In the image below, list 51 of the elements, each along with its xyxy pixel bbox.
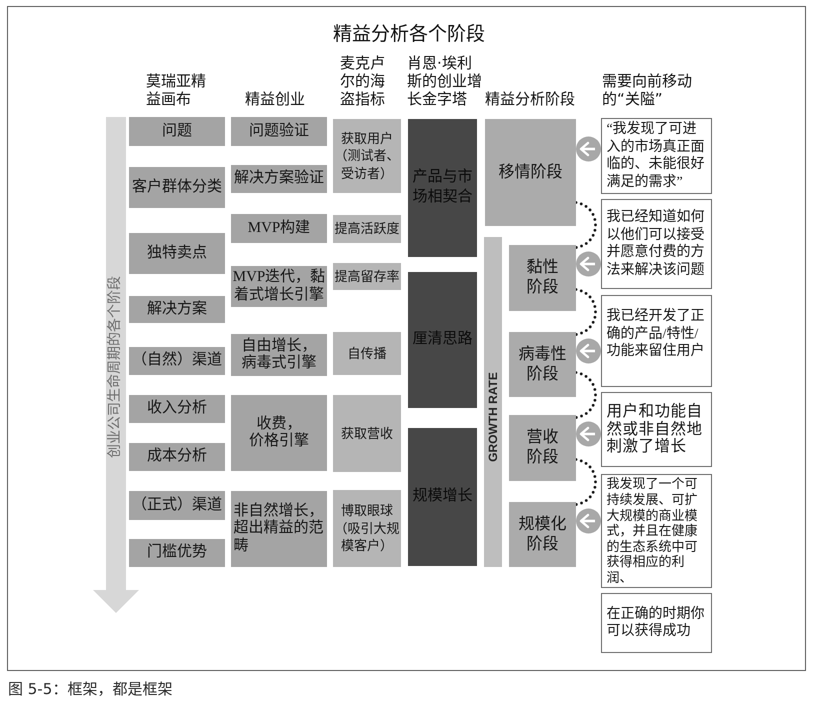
stage-box: 营收阶段 [509,415,576,481]
canvas-box: 门槛优势 [129,539,225,567]
stage-box: 黏性阶段 [509,245,576,311]
diagram-title: 精益分析各个阶段 [333,23,485,46]
quote-box: 我已经开发了正确的产品/特性/功能来留住用户 [601,295,712,387]
startup-stage-box: MVP构建 [231,214,327,243]
growth-rate-bar [484,237,502,567]
column-heading: 精益分析阶段 [485,90,575,108]
metric-box: 提高留存率 [333,263,401,290]
stage-box: 规模化阶段 [509,502,576,567]
startup-stage-box: 问题验证 [231,117,327,146]
arrow-label: 创业公司生命周期的各个阶段 [109,276,123,458]
canvas-box: 成本分析 [129,443,225,471]
stage-box: 病毒性阶段 [509,332,576,397]
metric-box: 获取营收 [333,395,401,472]
quote-box: 我已经知道如何以他们可以接受并愿意付费的方法来解决该问题 [601,199,712,289]
pyramid-block: 产品与市场相契合 [408,119,477,257]
dotted-connector [574,458,597,506]
canvas-box: 客户群体分类 [129,167,225,208]
quote-box: 我发现了一个可持续发展、可扩大规模的商业模式，并且在健康的生态系统中可获得相应的利润、 [601,474,712,588]
bar-label: GROWTH RATE [487,372,499,462]
dotted-connector [574,371,597,419]
startup-stage-box: 非自然增长，超出精益的范畴 [231,491,327,567]
metric-box: 获取用户（测试者、受访者） [333,119,401,193]
column-heading: 莫瑞亚精益画布 [146,72,207,108]
startup-stage-box: MVP迭代，黏着式增长引擎 [231,266,327,307]
dotted-connector [574,201,597,249]
pyramid-block: 厘清思路 [408,272,477,408]
dotted-connector [574,288,597,336]
startup-stage-box: 收费，价格引擎 [231,395,327,471]
column-heading: 肖恩·埃利斯的创业增长金字塔 [407,54,483,108]
metric-box: 自传播 [333,332,401,375]
metric-box: 博取眼球（吸引大规模客户） [333,490,401,567]
figure-caption: 图 5-5：框架，都是框架 [8,680,172,698]
metric-box: 提高活跃度 [333,215,401,243]
canvas-box: （正式）渠道 [129,491,225,520]
canvas-box: 独特卖点 [129,233,225,274]
canvas-box: （自然）渠道 [129,347,225,375]
quote-box: 在正确的时期你可以获得成功 [601,593,712,653]
canvas-box: 问题 [129,117,225,146]
pyramid-block: 规模增长 [408,428,477,566]
column-heading: 精益创业 [245,90,305,108]
column-heading: 麦克卢尔的海盗指标 [340,54,386,108]
quote-box: 用户和功能自然或非自然地刺激了增长 [601,392,712,467]
column-heading: 需要向前移动的“关隘” [602,72,693,108]
quote-box: “我发现了可进入的市场真正面临的、未能很好满足的需求” [601,118,712,194]
stage-box: 移情阶段 [485,119,576,226]
canvas-box: 收入分析 [129,395,225,423]
startup-stage-box: 解决方案验证 [231,165,327,193]
startup-stage-box: 自由增长，病毒式引擎 [231,334,327,376]
canvas-box: 解决方案 [129,296,225,323]
